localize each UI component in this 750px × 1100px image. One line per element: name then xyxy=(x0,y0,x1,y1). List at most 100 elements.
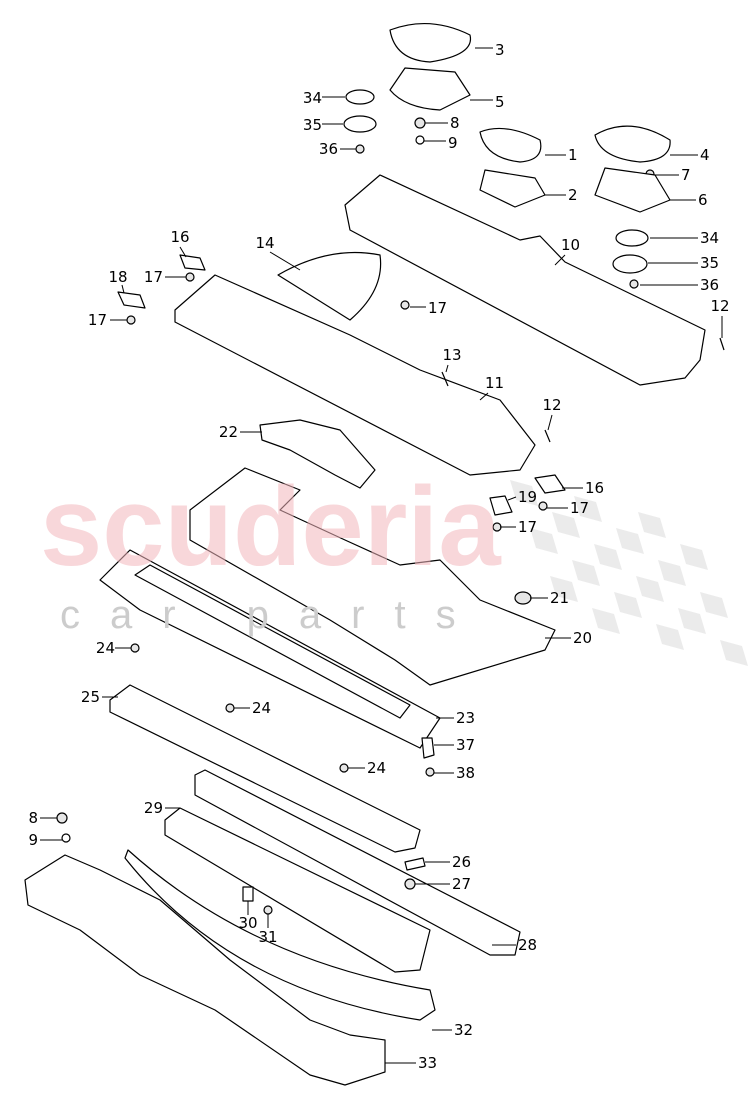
callout-30: 30 xyxy=(238,914,257,932)
checkered-flag-watermark xyxy=(510,480,748,666)
callout-16: 16 xyxy=(585,479,604,497)
callout-33: 33 xyxy=(418,1054,437,1072)
callout-28: 28 xyxy=(518,936,537,954)
part-4 xyxy=(594,125,671,163)
part-19 xyxy=(489,495,513,516)
callout-20: 20 xyxy=(573,629,592,647)
checker-square xyxy=(720,640,748,666)
part-35 xyxy=(343,115,377,133)
callout-24: 24 xyxy=(252,699,271,717)
callout-17: 17 xyxy=(428,299,447,317)
callout-38: 38 xyxy=(456,764,475,782)
callout-4: 4 xyxy=(700,146,710,164)
leader-line xyxy=(507,496,517,501)
callout-6: 6 xyxy=(698,191,708,209)
part-12b xyxy=(719,337,725,351)
part-6 xyxy=(594,167,671,213)
leader-line xyxy=(479,392,489,401)
callout-13: 13 xyxy=(442,346,461,364)
part-27 xyxy=(404,878,416,890)
callout-21: 21 xyxy=(550,589,569,607)
callout-17: 17 xyxy=(88,311,107,329)
checker-square xyxy=(656,624,684,650)
callout-37: 37 xyxy=(456,736,475,754)
part-5 xyxy=(389,67,471,111)
part-16b xyxy=(534,474,566,494)
callout-36: 36 xyxy=(319,140,338,158)
part-24b xyxy=(225,703,235,713)
part-24c xyxy=(339,763,349,773)
callout-29: 29 xyxy=(144,799,163,817)
callout-5: 5 xyxy=(495,93,505,111)
callout-9: 9 xyxy=(448,134,458,152)
part-30 xyxy=(242,886,254,902)
callout-26: 26 xyxy=(452,853,471,871)
callout-2: 2 xyxy=(568,186,578,204)
leader-line xyxy=(121,284,125,294)
part-34 xyxy=(345,89,375,105)
callout-22: 22 xyxy=(219,423,238,441)
part-10 xyxy=(344,174,706,386)
checker-square xyxy=(700,592,728,618)
part-28 xyxy=(194,769,521,956)
part-1 xyxy=(479,127,542,163)
part-31 xyxy=(263,905,273,915)
leader-line xyxy=(554,254,566,266)
part-2 xyxy=(479,169,546,208)
callout-35: 35 xyxy=(700,254,719,272)
part-17c xyxy=(400,300,410,310)
callout-31: 31 xyxy=(258,928,277,946)
callout-34: 34 xyxy=(303,89,322,107)
checker-square xyxy=(636,576,664,602)
part-23-inner xyxy=(134,564,411,719)
checker-square xyxy=(552,512,580,538)
watermark: scuderia car parts xyxy=(40,464,748,666)
callout-24: 24 xyxy=(367,759,386,777)
leader-line xyxy=(179,246,187,258)
part-32 xyxy=(124,849,436,1021)
callout-18: 18 xyxy=(108,268,127,286)
checker-square xyxy=(678,608,706,634)
part-21 xyxy=(514,591,532,605)
callout-24: 24 xyxy=(96,639,115,657)
leader-line xyxy=(547,414,553,431)
part-34-right xyxy=(615,229,649,247)
callout-14: 14 xyxy=(255,234,274,252)
callout-25: 25 xyxy=(81,688,100,706)
callout-11: 11 xyxy=(485,374,504,392)
checker-square xyxy=(572,560,600,586)
callout-27: 27 xyxy=(452,875,471,893)
callout-3: 3 xyxy=(495,41,505,59)
callout-1: 1 xyxy=(568,146,578,164)
part-26 xyxy=(404,857,426,871)
part-36-right xyxy=(629,279,639,289)
callout-12: 12 xyxy=(542,396,561,414)
part-22 xyxy=(259,419,376,489)
part-37 xyxy=(421,737,435,759)
callout-12: 12 xyxy=(710,297,729,315)
checker-square xyxy=(594,544,622,570)
checker-square xyxy=(510,480,538,506)
part-12 xyxy=(544,429,551,443)
part-20 xyxy=(189,467,556,686)
checker-square xyxy=(550,576,578,602)
part-17 xyxy=(185,272,195,282)
part-9 xyxy=(415,135,425,145)
part-14 xyxy=(277,251,382,321)
callout-10: 10 xyxy=(561,236,580,254)
checker-square xyxy=(574,496,602,522)
checker-square xyxy=(616,528,644,554)
callout-32: 32 xyxy=(454,1021,473,1039)
part-18 xyxy=(117,291,146,309)
callout-16: 16 xyxy=(170,228,189,246)
callout-36: 36 xyxy=(700,276,719,294)
checker-square xyxy=(638,512,666,538)
watermark-brand: scuderia xyxy=(40,464,501,589)
callout-17: 17 xyxy=(570,499,589,517)
checker-square xyxy=(680,544,708,570)
callout-8: 8 xyxy=(28,809,38,827)
callout-34: 34 xyxy=(700,229,719,247)
